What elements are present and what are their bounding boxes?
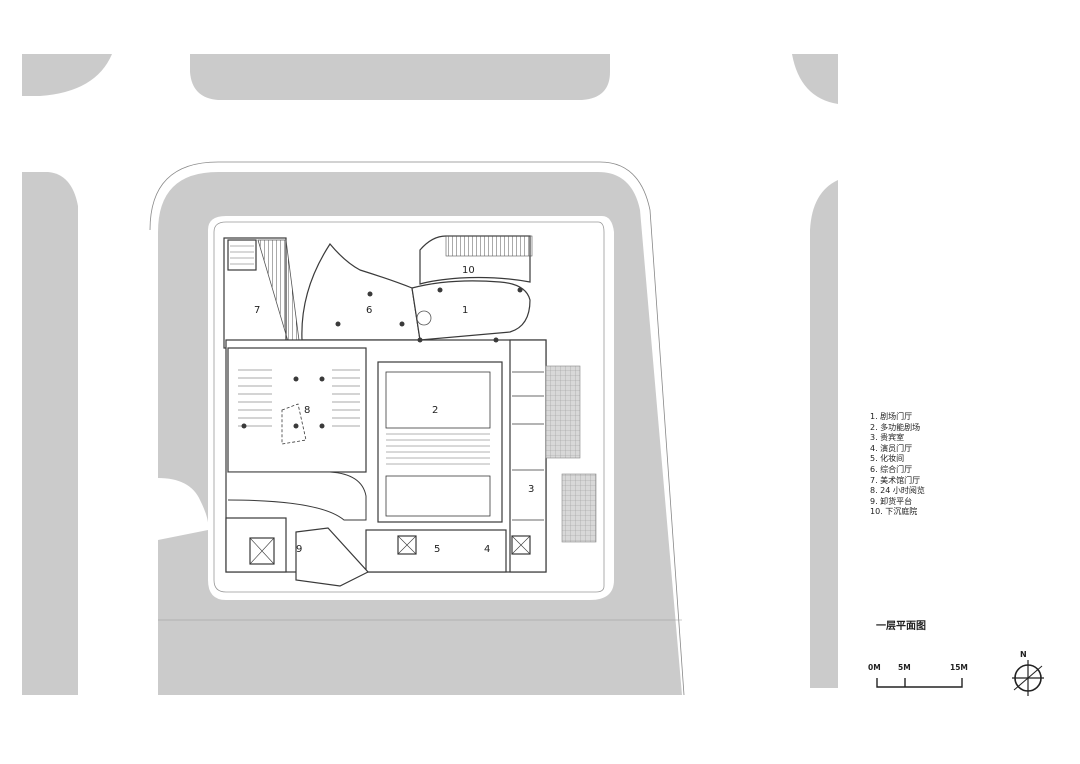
- scale-label-15m: 15M: [950, 663, 968, 672]
- loading-dock-9: [295, 527, 369, 587]
- room-number-8: 8: [304, 405, 310, 416]
- road-patch-top-left: [22, 54, 112, 96]
- plan-title: 一层平面图: [876, 621, 926, 632]
- room-number-4: 4: [484, 544, 490, 555]
- parking-grids: [545, 365, 597, 543]
- scale-label-5m: 5M: [898, 663, 911, 672]
- legend-item: 9. 卸货平台: [870, 496, 913, 506]
- legend-item: 10. 下沉庭院: [870, 507, 918, 517]
- legend-item: 7. 美术馆门厅: [870, 475, 921, 485]
- room-number-1: 1: [462, 305, 468, 316]
- west-entrance-path: [158, 478, 209, 540]
- scale-bar: [876, 678, 963, 688]
- legend-item: 2. 多功能剧场: [870, 422, 921, 432]
- legend-item: 5. 化妆间: [870, 454, 905, 464]
- road-patch-top-right: [792, 54, 838, 104]
- theatre-foyer-1: [411, 280, 531, 341]
- room-number-7: 7: [254, 305, 260, 316]
- room-number-9: 9: [296, 544, 302, 555]
- north-arrow-icon: [1012, 660, 1044, 696]
- room-number-3: 3: [528, 484, 534, 495]
- room-number-6: 6: [366, 305, 372, 316]
- building-footprint: [223, 235, 547, 587]
- north-label: N: [1020, 650, 1027, 659]
- road-ring: [158, 172, 682, 695]
- legend-item: 1. 剧场门厅: [870, 412, 913, 421]
- road-patch-top-center: [190, 54, 610, 100]
- road-patch-right: [810, 180, 838, 688]
- foyer-6-outline: [301, 242, 421, 341]
- room-number-5: 5: [434, 544, 440, 555]
- legend-item: 4. 演员门厅: [870, 443, 913, 453]
- scale-label-0m: 0M: [868, 663, 881, 672]
- room-legend: 1. 剧场门厅 2. 多功能剧场 3. 贵宾室 4. 演员门厅 5. 化妆间 6…: [870, 412, 925, 518]
- inner-site-boundary: [213, 221, 605, 593]
- legend-item: 6. 综合门厅: [870, 464, 913, 474]
- room-number-labels: 1 2 3 4 5 6 7 8 9 10: [254, 265, 534, 555]
- room-number-10: 10: [462, 265, 475, 276]
- road-patch-left: [22, 172, 78, 695]
- legend-item: 3. 贵宾室: [870, 433, 905, 443]
- room-number-2: 2: [432, 405, 438, 416]
- site-context: [22, 54, 838, 696]
- legend-item: 8. 24 小时阅览: [870, 486, 925, 496]
